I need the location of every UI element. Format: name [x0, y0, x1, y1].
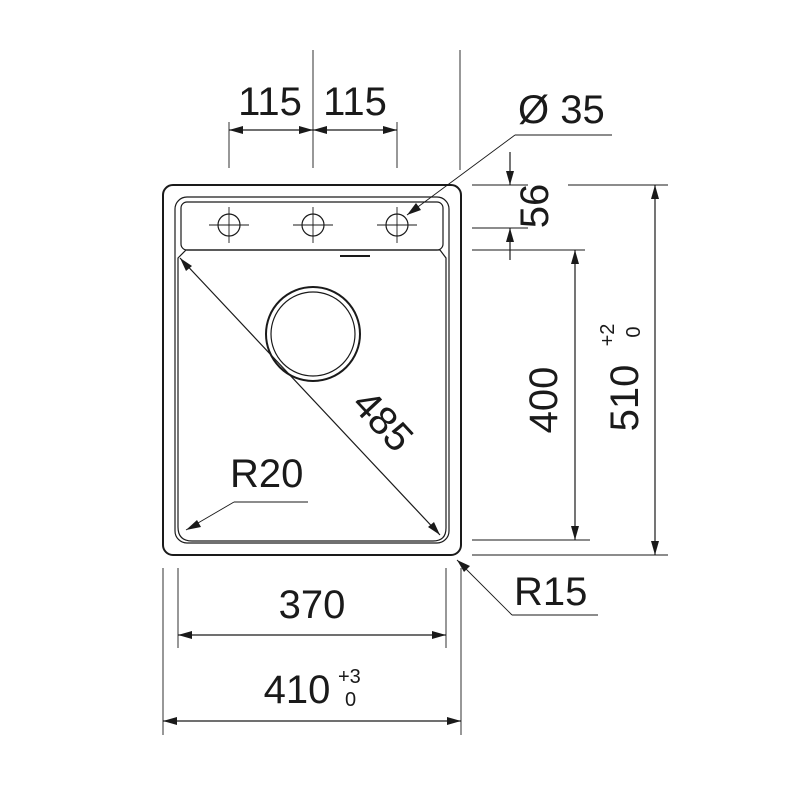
tap-hole-diameter-leader: Ø 35 [406, 88, 612, 216]
arrowhead [457, 560, 470, 572]
overall-width-dimension: 410 +3 0 [162, 568, 462, 735]
arrowhead [163, 717, 177, 725]
arrowhead [229, 126, 243, 134]
arrowhead [313, 126, 327, 134]
bowl-diagonal-label: 485 [344, 382, 422, 461]
arrowhead [432, 631, 446, 639]
sink-body [162, 184, 462, 556]
tap-hole-right [377, 207, 417, 243]
tap-spacing-left-label: 115 [238, 80, 302, 124]
tap-spacing-right-label: 115 [323, 80, 387, 124]
drain [265, 286, 361, 382]
deck-depth-label: 56 [513, 184, 557, 229]
drain-outer-ring [265, 286, 361, 382]
leader-line [406, 134, 516, 216]
arrowhead [383, 126, 397, 134]
tap-spacing-dimension: 115 115 [228, 50, 398, 168]
arrowhead [407, 203, 421, 215]
arrowhead [180, 258, 192, 271]
bowl-length-label: 400 [522, 367, 566, 434]
inner-radius-label: R20 [230, 452, 303, 496]
arrowhead [571, 250, 579, 264]
arrowhead [506, 228, 514, 242]
arrowhead [651, 185, 659, 199]
bowl-width-dimension: 370 [177, 568, 447, 648]
tap-hole-left [209, 207, 249, 243]
dimension-line [179, 257, 441, 536]
drain-inner-ring [270, 291, 356, 377]
bowl-diagonal-dimension: 485 [179, 257, 441, 536]
outer-radius-label: R15 [514, 570, 587, 614]
inner-radius-leader: R20 [185, 452, 308, 531]
bowl-edge [177, 249, 447, 542]
arrowhead [299, 126, 313, 134]
arrowhead [651, 541, 659, 555]
tap-hole-diameter-label: Ø 35 [518, 88, 605, 132]
tap-holes [209, 207, 417, 243]
sink-outer-edge [162, 184, 462, 556]
arrowhead [178, 631, 192, 639]
sink-rim-inner-edge [174, 196, 450, 544]
overall-length-tolerance-upper: +2 [597, 324, 619, 347]
tap-hole-center [293, 207, 333, 243]
arrowhead [571, 526, 579, 540]
arrowhead [506, 171, 514, 185]
tap-deck [180, 201, 444, 251]
overall-length-label: 510 [603, 365, 647, 432]
arrowhead [447, 717, 461, 725]
bowl-length-dimension: 400 [472, 250, 590, 541]
arrowhead [428, 522, 440, 535]
overall-length-dimension: 510 +2 0 [472, 184, 668, 556]
overall-width-tolerance-upper: +3 [338, 666, 361, 688]
overall-length-tolerance-lower: 0 [623, 326, 645, 337]
arrowhead [186, 520, 201, 530]
deck-depth-dimension: 56 [472, 152, 585, 260]
outer-radius-leader: R15 [456, 559, 598, 616]
overall-width-tolerance-lower: 0 [345, 689, 356, 711]
bowl-width-label: 370 [279, 583, 346, 627]
overall-width-label: 410 [264, 668, 331, 712]
